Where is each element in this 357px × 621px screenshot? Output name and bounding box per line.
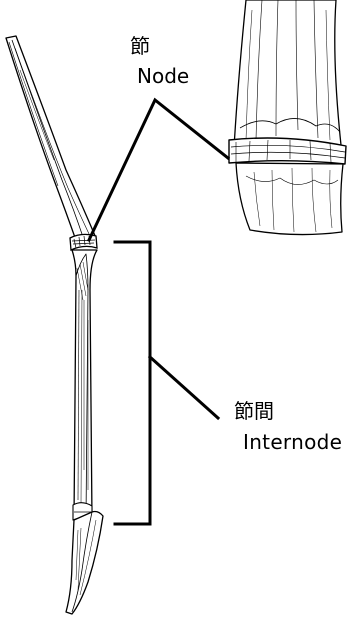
- node-closeup: [229, 0, 346, 235]
- lower-culm-segment: [66, 512, 103, 615]
- internode-culm: [72, 250, 97, 520]
- node-label-japanese: 節: [130, 36, 150, 56]
- internode-bracket: [115, 242, 218, 524]
- node-leader-lines: [89, 100, 228, 240]
- small-node-joint: [70, 234, 97, 250]
- internode-label-japanese: 節間: [234, 401, 274, 421]
- upper-culm-segment: [6, 36, 96, 246]
- internode-label-english: Internode: [243, 432, 342, 452]
- node-label-english: Node: [137, 66, 189, 86]
